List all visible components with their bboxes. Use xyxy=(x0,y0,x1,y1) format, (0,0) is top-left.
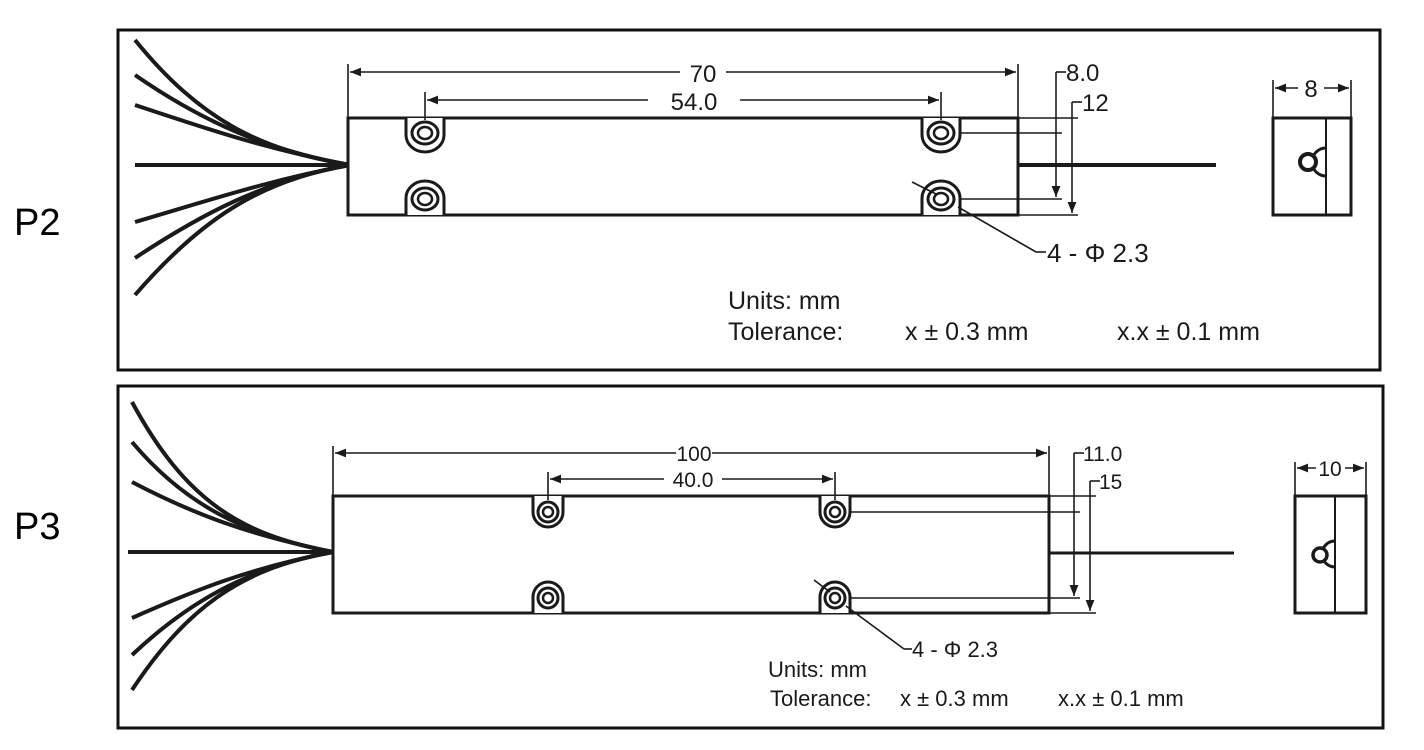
dimension-hole-spacing xyxy=(424,92,942,120)
dimension-length xyxy=(332,446,1050,496)
panel-frame xyxy=(116,28,1382,372)
end-view xyxy=(1271,80,1353,217)
device-body xyxy=(346,116,1020,217)
dimension-height-label: 15 xyxy=(1099,471,1122,494)
dimension-length xyxy=(347,64,1019,118)
dimension-height-label: 12 xyxy=(1082,90,1109,117)
hole-callout-label: 4 - Φ 2.3 xyxy=(1047,238,1149,268)
dimension-hole-spacing-label: 54.0 xyxy=(671,89,718,116)
panel-p2: 70 54.0 8.0 12 4 - Φ 2.3 xyxy=(116,28,1382,372)
device-body xyxy=(331,494,1051,615)
mounting-hole xyxy=(404,179,446,215)
mounting-hole xyxy=(818,580,852,613)
mounting-hole xyxy=(818,496,852,529)
tolerance-decimal: x.x ± 0.1 mm xyxy=(1117,318,1260,346)
dimension-length-label: 70 xyxy=(690,61,717,88)
mounting-holes xyxy=(404,118,962,215)
dimension-hole-row-label: 11.0 xyxy=(1083,443,1122,466)
units-note: Units: mm xyxy=(728,287,841,315)
dimension-hole-row-label: 8.0 xyxy=(1066,60,1099,87)
fiber-bundle xyxy=(128,401,334,692)
tolerance-label: Tolerance: xyxy=(728,318,843,346)
dimension-width-label: 10 xyxy=(1318,458,1341,481)
dimension-hole-spacing-label: 40.0 xyxy=(673,469,714,492)
units-note: Units: mm xyxy=(768,657,867,682)
panel-label-p3: P3 xyxy=(14,506,61,548)
hole-callout-label: 4 - Φ 2.3 xyxy=(912,637,998,662)
panel-label-p2: P2 xyxy=(14,202,61,244)
tolerance-integer: x ± 0.3 mm xyxy=(900,686,1009,711)
mounting-hole xyxy=(531,496,565,529)
dimension-hole-spacing xyxy=(547,472,836,500)
tolerance-integer: x ± 0.3 mm xyxy=(905,318,1028,346)
fiber-bundle xyxy=(133,38,351,297)
panel-frame xyxy=(116,384,1385,730)
hole-callout-leader xyxy=(911,181,1046,253)
mounting-hole xyxy=(920,179,962,215)
hole-callout-leader xyxy=(813,579,912,650)
panel-p3: 100 40.0 11.0 15 4 - Φ 2.3 xyxy=(116,384,1385,730)
dimension-vertical xyxy=(960,71,1082,216)
mounting-hole xyxy=(531,580,565,613)
tolerance-label: Tolerance: xyxy=(770,686,872,711)
dimension-length-label: 100 xyxy=(676,443,711,466)
end-view xyxy=(1293,462,1368,615)
mounting-hole xyxy=(920,118,962,154)
tolerance-decimal: x.x ± 0.1 mm xyxy=(1058,686,1184,711)
dimension-width-label: 8 xyxy=(1304,76,1317,103)
mounting-hole xyxy=(404,118,446,154)
dimension-vertical xyxy=(850,452,1100,614)
